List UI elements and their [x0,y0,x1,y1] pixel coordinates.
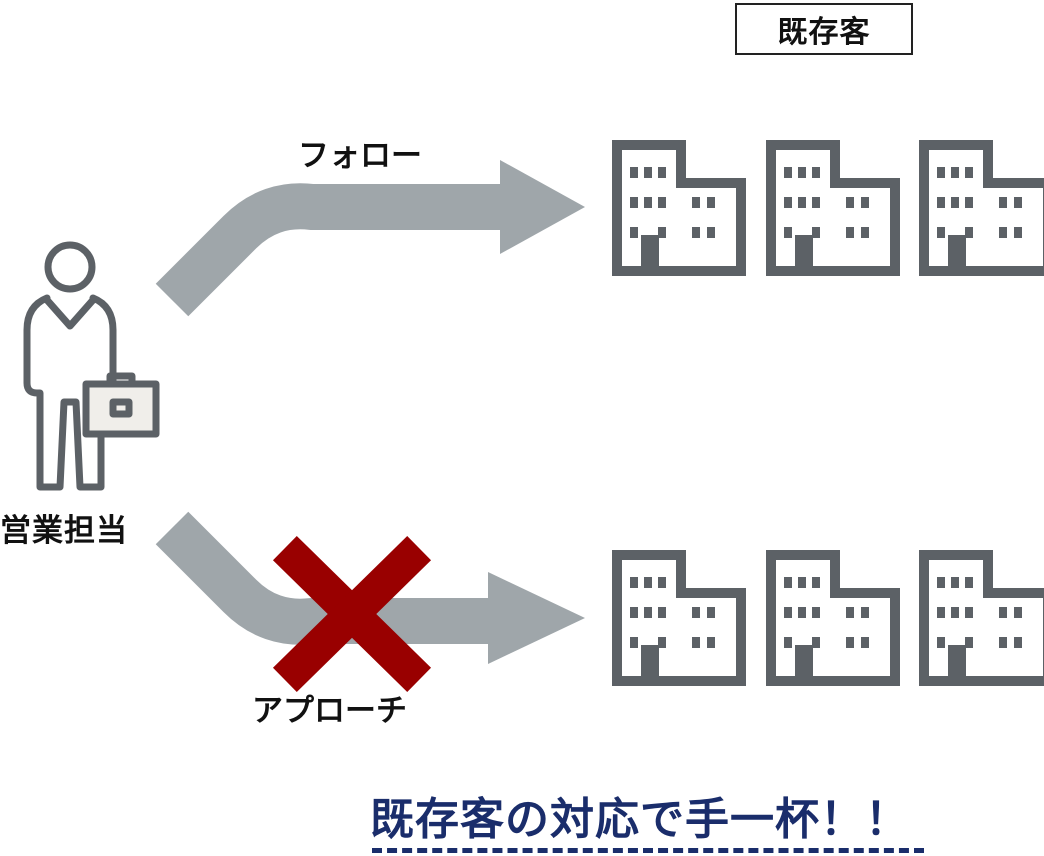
office-building-icon [617,145,741,271]
salesperson-icon [23,241,160,491]
office-building-icon [771,555,895,681]
existing-client-buildings-top [617,145,1044,271]
overloaded-message: 既存客の対応で手一杯！！ [370,794,910,845]
follow-arrow [155,160,585,317]
office-building-icon [771,145,895,271]
x-cross-icon [272,535,432,693]
approach-arrow [155,511,585,664]
client-buildings-bottom [617,555,1044,681]
office-building-icon [617,555,741,681]
salesperson-label: 営業担当 [0,513,128,549]
follow-label: フォロー [298,138,422,174]
office-building-icon [924,555,1044,681]
existing-clients-label-box: 既存客 [735,3,913,55]
office-building-icon [924,145,1044,271]
existing-clients-label: 既存客 [777,15,871,50]
approach-label: アプローチ [252,693,407,729]
message-dashed-underline [372,848,924,853]
